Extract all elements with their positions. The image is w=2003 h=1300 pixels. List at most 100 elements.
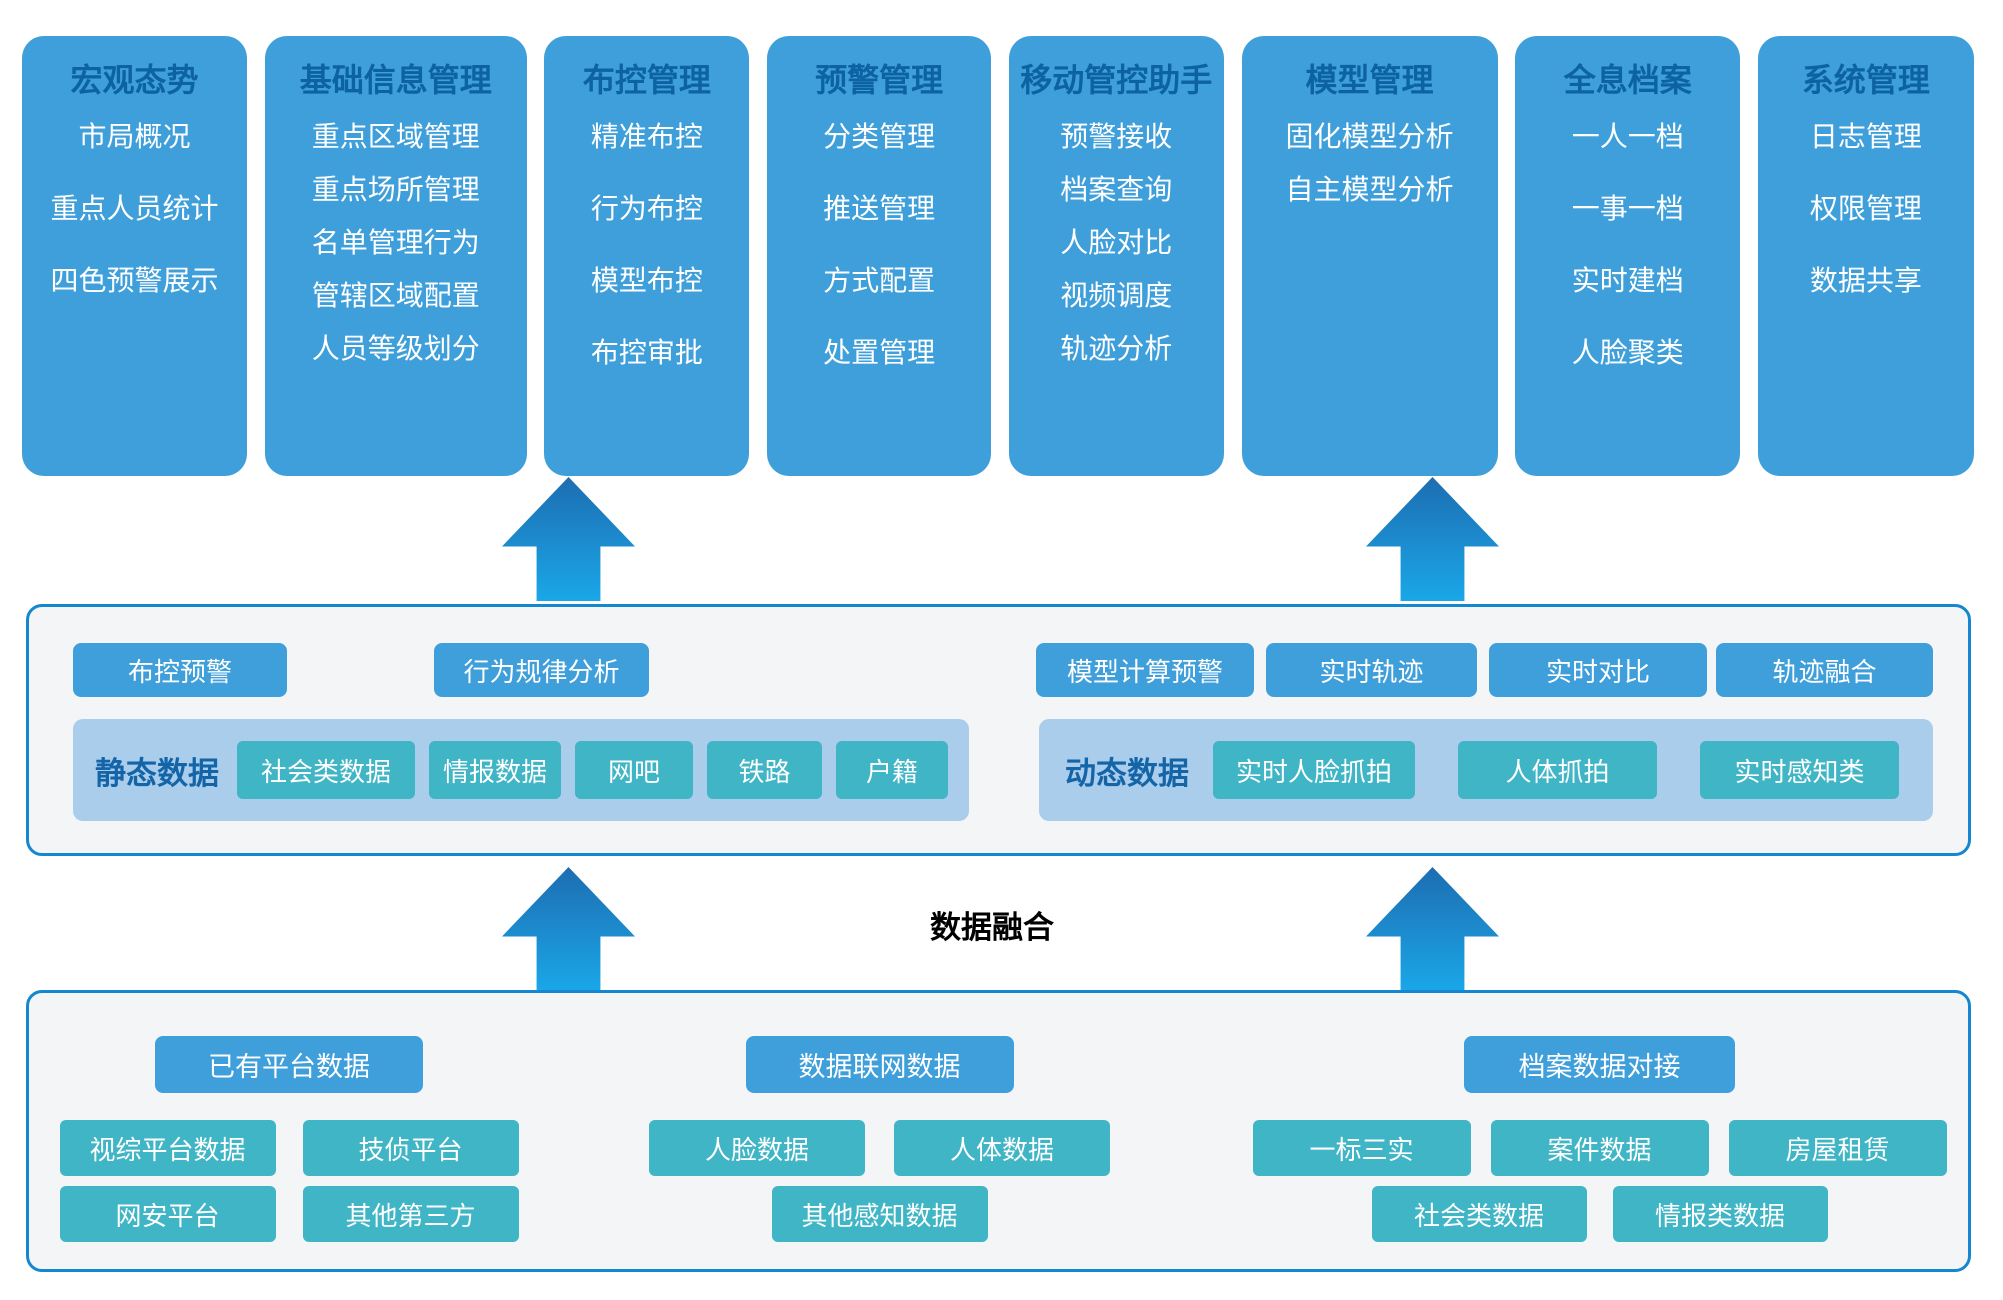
card-item: 一人一档 xyxy=(1571,121,1684,152)
card-basic-info-management: 基础信息管理 重点区域管理 重点场所管理 名单管理行为 管辖区域配置 人员等级划… xyxy=(264,36,527,476)
card-item: 日志管理 xyxy=(1809,121,1922,152)
card-items: 固化模型分析 自主模型分析 xyxy=(1286,120,1454,207)
data-chip: 其他第三方 xyxy=(302,1186,519,1242)
data-chip: 技侦平台 xyxy=(302,1120,519,1176)
data-chip: 实时人脸抓拍 xyxy=(1213,741,1415,799)
chip-row: 人脸数据 人体数据 xyxy=(649,1120,1110,1176)
card-title: 宏观态势 xyxy=(70,62,199,98)
card-item: 市局概况 xyxy=(78,121,191,152)
card-item: 分类管理 xyxy=(823,121,936,152)
static-data-label: 静态数据 xyxy=(95,755,219,791)
data-chip: 案件数据 xyxy=(1490,1120,1709,1176)
card-items: 一人一档 一事一档 实时建档 人脸聚类 xyxy=(1572,120,1684,370)
card-surveillance-management: 布控管理 精准布控 行为布控 模型布控 布控审批 xyxy=(544,36,750,476)
card-title: 系统管理 xyxy=(1801,62,1930,98)
data-chip: 社会类数据 xyxy=(237,741,415,799)
card-holographic-archive: 全息档案 一人一档 一事一档 实时建档 人脸聚类 xyxy=(1515,36,1741,476)
up-arrow-icon xyxy=(1366,477,1499,601)
archive-data-group: 档案数据对接 一标三实 案件数据 房屋租赁 社会类数据 情报类数据 xyxy=(1252,1036,1947,1242)
group-header: 数据联网数据 xyxy=(745,1036,1014,1093)
card-item: 重点场所管理 xyxy=(311,174,480,205)
data-chip: 情报数据 xyxy=(429,741,561,799)
up-arrow-icon xyxy=(502,477,635,601)
card-item: 档案查询 xyxy=(1060,174,1173,205)
card-item: 处置管理 xyxy=(823,337,936,368)
chip-row: 社会类数据 情报类数据 xyxy=(1371,1186,1828,1242)
tile-trajectory-fusion: 轨迹融合 xyxy=(1716,643,1933,697)
card-model-management: 模型管理 固化模型分析 自主模型分析 xyxy=(1241,36,1498,476)
card-item: 预警接收 xyxy=(1060,121,1173,152)
card-item: 视频调度 xyxy=(1060,280,1173,311)
card-mobile-assistant: 移动管控助手 预警接收 档案查询 人脸对比 视频调度 轨迹分析 xyxy=(1008,36,1224,476)
chip-row: 其他感知数据 xyxy=(771,1186,988,1242)
data-chip: 人体数据 xyxy=(894,1120,1110,1176)
data-chip: 网吧 xyxy=(575,741,693,799)
card-items: 精准布控 行为布控 模型布控 布控审批 xyxy=(591,120,703,370)
group-header: 已有平台数据 xyxy=(155,1036,423,1093)
tile-behavior-pattern-analysis: 行为规律分析 xyxy=(434,643,649,697)
card-item: 方式配置 xyxy=(823,265,936,296)
chip-row: 视综平台数据 技侦平台 xyxy=(59,1120,519,1176)
card-system-management: 系统管理 日志管理 权限管理 数据共享 xyxy=(1757,36,1974,476)
card-item: 实时建档 xyxy=(1571,265,1684,296)
tile-surveillance-alert: 布控预警 xyxy=(73,643,287,697)
card-item: 人脸对比 xyxy=(1060,227,1173,258)
data-chip: 户籍 xyxy=(836,741,948,799)
tile-realtime-comparison: 实时对比 xyxy=(1489,643,1707,697)
card-title: 模型管理 xyxy=(1305,62,1434,98)
up-arrow-icon xyxy=(502,867,635,991)
data-source-layer-panel: 已有平台数据 视综平台数据 技侦平台 网安平台 其他第三方 数据联网数据 人脸数… xyxy=(26,990,1971,1272)
card-item: 自主模型分析 xyxy=(1285,174,1454,205)
networked-data-group: 数据联网数据 人脸数据 人体数据 其他感知数据 xyxy=(649,1036,1110,1242)
dynamic-data-group: 动态数据 实时人脸抓拍 人体抓拍 实时感知类 xyxy=(1039,719,1933,821)
card-item: 布控审批 xyxy=(590,337,703,368)
card-title: 移动管控助手 xyxy=(1020,62,1213,98)
tile-realtime-trajectory: 实时轨迹 xyxy=(1266,643,1477,697)
card-title: 基础信息管理 xyxy=(299,62,492,98)
data-chip: 实时感知类 xyxy=(1700,741,1899,799)
card-item: 重点人员统计 xyxy=(50,193,219,224)
data-chip: 房屋租赁 xyxy=(1728,1120,1947,1176)
up-arrow-icon xyxy=(1366,867,1499,991)
card-items: 重点区域管理 重点场所管理 名单管理行为 管辖区域配置 人员等级划分 xyxy=(312,120,480,366)
card-item: 四色预警展示 xyxy=(50,265,219,296)
data-chip: 社会类数据 xyxy=(1371,1186,1587,1242)
card-item: 模型布控 xyxy=(590,265,703,296)
data-chip: 视综平台数据 xyxy=(59,1120,276,1176)
card-items: 预警接收 档案查询 人脸对比 视频调度 轨迹分析 xyxy=(1060,120,1172,366)
card-item: 人员等级划分 xyxy=(311,333,480,364)
card-item: 人脸聚类 xyxy=(1571,337,1684,368)
card-title: 预警管理 xyxy=(815,62,944,98)
card-item: 行为布控 xyxy=(590,193,703,224)
data-chip: 一标三实 xyxy=(1252,1120,1471,1176)
tile-model-computed-alert: 模型计算预警 xyxy=(1036,643,1254,697)
card-item: 一事一档 xyxy=(1571,193,1684,224)
group-header: 档案数据对接 xyxy=(1464,1036,1735,1093)
card-item: 数据共享 xyxy=(1809,265,1922,296)
card-item: 精准布控 xyxy=(590,121,703,152)
data-chip: 人脸数据 xyxy=(649,1120,865,1176)
card-item: 权限管理 xyxy=(1809,193,1922,224)
data-chip: 情报类数据 xyxy=(1612,1186,1828,1242)
card-alert-management: 预警管理 分类管理 推送管理 方式配置 处置管理 xyxy=(767,36,992,476)
card-title: 布控管理 xyxy=(582,62,711,98)
module-cards-row: 宏观态势 市局概况 重点人员统计 四色预警展示 基础信息管理 重点区域管理 重点… xyxy=(22,36,1974,476)
card-item: 固化模型分析 xyxy=(1285,121,1454,152)
chip-row: 一标三实 案件数据 房屋租赁 xyxy=(1252,1120,1947,1176)
card-items: 日志管理 权限管理 数据共享 xyxy=(1810,120,1922,298)
card-item: 管辖区域配置 xyxy=(311,280,480,311)
static-data-group: 静态数据 社会类数据 情报数据 网吧 铁路 户籍 xyxy=(73,719,969,821)
card-item: 推送管理 xyxy=(823,193,936,224)
data-chip: 网安平台 xyxy=(59,1186,276,1242)
data-chip: 其他感知数据 xyxy=(771,1186,988,1242)
card-macro-situation: 宏观态势 市局概况 重点人员统计 四色预警展示 xyxy=(22,36,247,476)
card-item: 名单管理行为 xyxy=(311,227,480,258)
dynamic-data-label: 动态数据 xyxy=(1065,755,1189,791)
card-item: 轨迹分析 xyxy=(1060,333,1173,364)
analysis-layer-panel: 布控预警 行为规律分析 模型计算预警 实时轨迹 实时对比 轨迹融合 静态数据 社… xyxy=(26,604,1971,856)
static-data-chips: 社会类数据 情报数据 网吧 铁路 户籍 xyxy=(237,741,948,799)
data-chip: 铁路 xyxy=(707,741,822,799)
data-chip: 人体抓拍 xyxy=(1458,741,1657,799)
card-items: 市局概况 重点人员统计 四色预警展示 xyxy=(50,120,218,298)
card-items: 分类管理 推送管理 方式配置 处置管理 xyxy=(823,120,935,370)
